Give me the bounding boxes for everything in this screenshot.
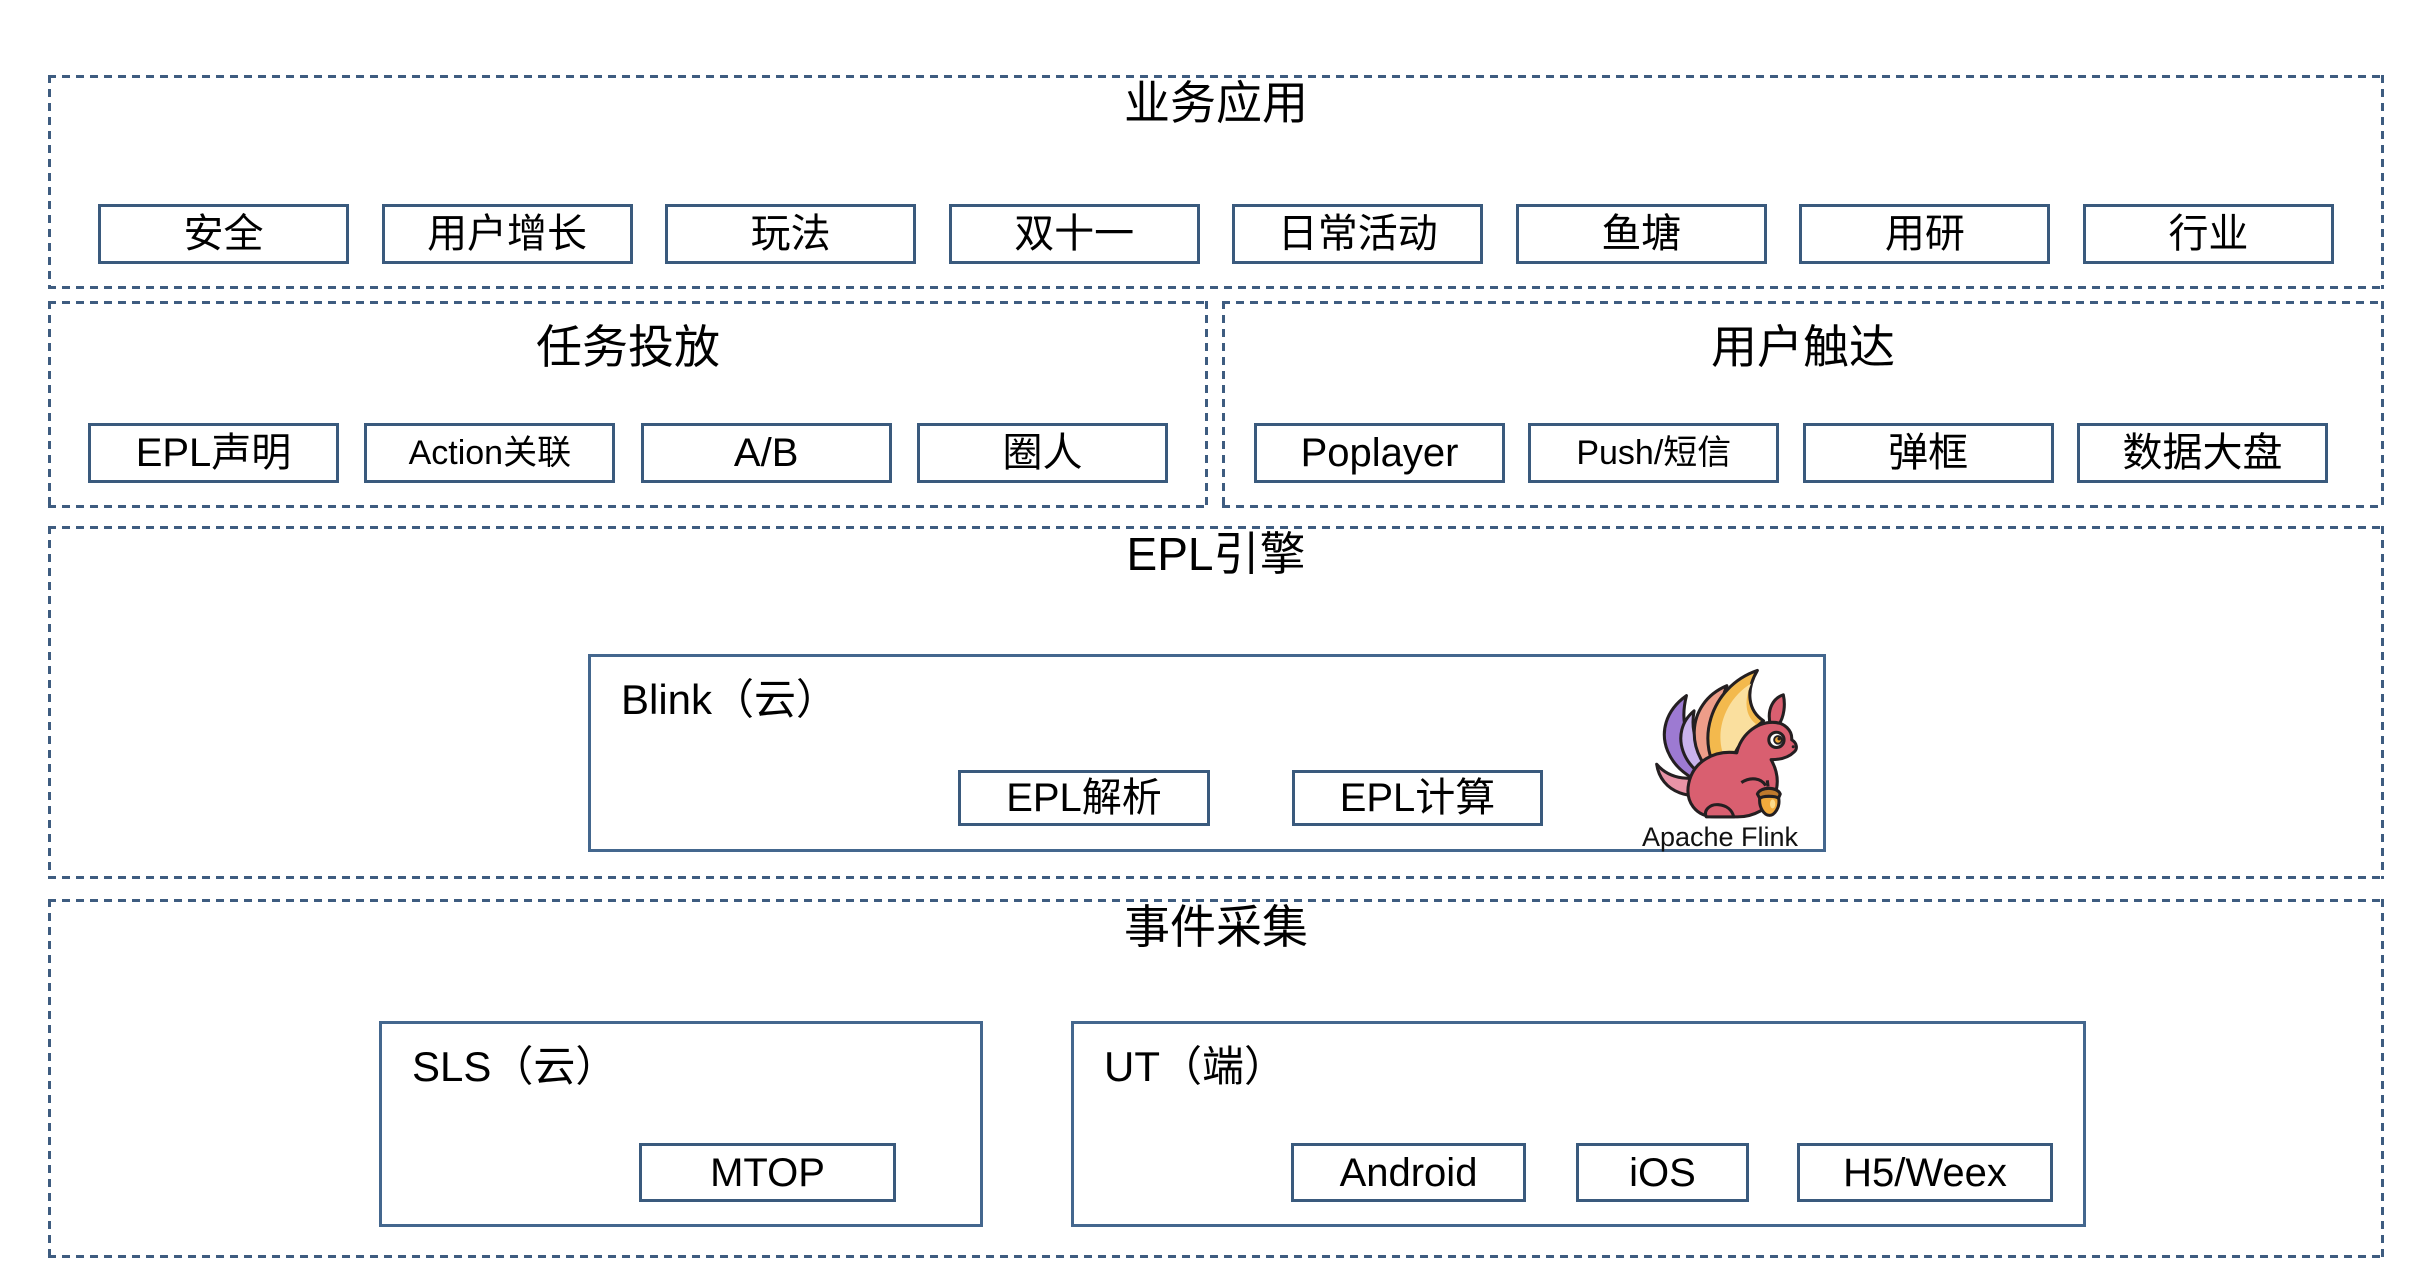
box-industry: 行业: [2082, 204, 2334, 264]
box-ab-test: A/B: [640, 423, 892, 483]
layer-business-apps: 业务应用 安全 用户增长 玩法 双十一 日常活动 鱼塘 用研 行业: [48, 75, 2384, 289]
box-push-sms: Push/短信: [1528, 423, 1780, 483]
box-poplayer: Poplayer: [1254, 423, 1505, 483]
sls-cloud-label: SLS（云）: [412, 1043, 618, 1090]
box-epl-parsing: EPL解析: [958, 770, 1210, 826]
box-fish-pond: 鱼塘: [1515, 204, 1767, 264]
box-h5-weex: H5/Weex: [1797, 1143, 2053, 1202]
box-user-growth: 用户增长: [381, 204, 633, 264]
box-popup: 弹框: [1802, 423, 2054, 483]
layer-epl-engine: EPL引擎 Blink（云） EPL解析 EPL计算: [48, 526, 2384, 879]
ut-client-label: UT（端）: [1104, 1043, 1286, 1090]
middle-layer-row: 任务投放 EPL声明 Action关联 A/B 圈人 用户触达 Poplayer…: [48, 301, 2384, 508]
box-daily-activity: 日常活动: [1232, 204, 1484, 264]
business-apps-row: 安全 用户增长 玩法 双十一 日常活动 鱼塘 用研 行业: [48, 204, 2384, 264]
box-action-link: Action关联: [364, 423, 616, 483]
box-epl-declaration: EPL声明: [88, 423, 339, 483]
box-mtop: MTOP: [639, 1143, 896, 1202]
epl-engine-title: EPL引擎: [1126, 528, 1306, 580]
box-user-research: 用研: [1799, 204, 2051, 264]
user-reach-row: Poplayer Push/短信 弹框 数据大盘: [1222, 423, 2384, 483]
apache-flink-caption: Apache Flink: [1641, 822, 1799, 852]
layer-user-reach: 用户触达 Poplayer Push/短信 弹框 数据大盘: [1222, 301, 2384, 508]
box-double-eleven: 双十一: [948, 204, 1200, 264]
box-audience-selection: 圈人: [916, 423, 1168, 483]
box-security: 安全: [98, 204, 349, 264]
box-epl-computing: EPL计算: [1292, 770, 1543, 826]
box-data-dashboard: 数据大盘: [2076, 423, 2328, 483]
event-collection-title: 事件采集: [1124, 901, 1308, 953]
sls-cloud-container: SLS（云） MTOP: [379, 1021, 983, 1227]
layer-task-delivery: 任务投放 EPL声明 Action关联 A/B 圈人: [48, 301, 1208, 508]
blink-cloud-label: Blink（云）: [621, 676, 839, 723]
box-ios: iOS: [1576, 1143, 1749, 1202]
layer-event-collection: 事件采集 SLS（云） MTOP UT（端） Android iOS H5/We…: [48, 899, 2384, 1258]
box-android: Android: [1291, 1143, 1526, 1202]
task-delivery-row: EPL声明 Action关联 A/B 圈人: [48, 423, 1208, 483]
business-apps-title: 业务应用: [1124, 77, 1308, 129]
flink-squirrel-icon: [1655, 668, 1798, 819]
box-gameplay: 玩法: [665, 204, 917, 264]
task-delivery-title: 任务投放: [536, 321, 720, 373]
apache-flink-logo: Apache Flink: [1629, 659, 1811, 853]
ut-client-container: UT（端） Android iOS H5/Weex: [1071, 1021, 2086, 1227]
blink-cloud-container: Blink（云） EPL解析 EPL计算: [588, 654, 1826, 852]
user-reach-title: 用户触达: [1711, 321, 1895, 373]
